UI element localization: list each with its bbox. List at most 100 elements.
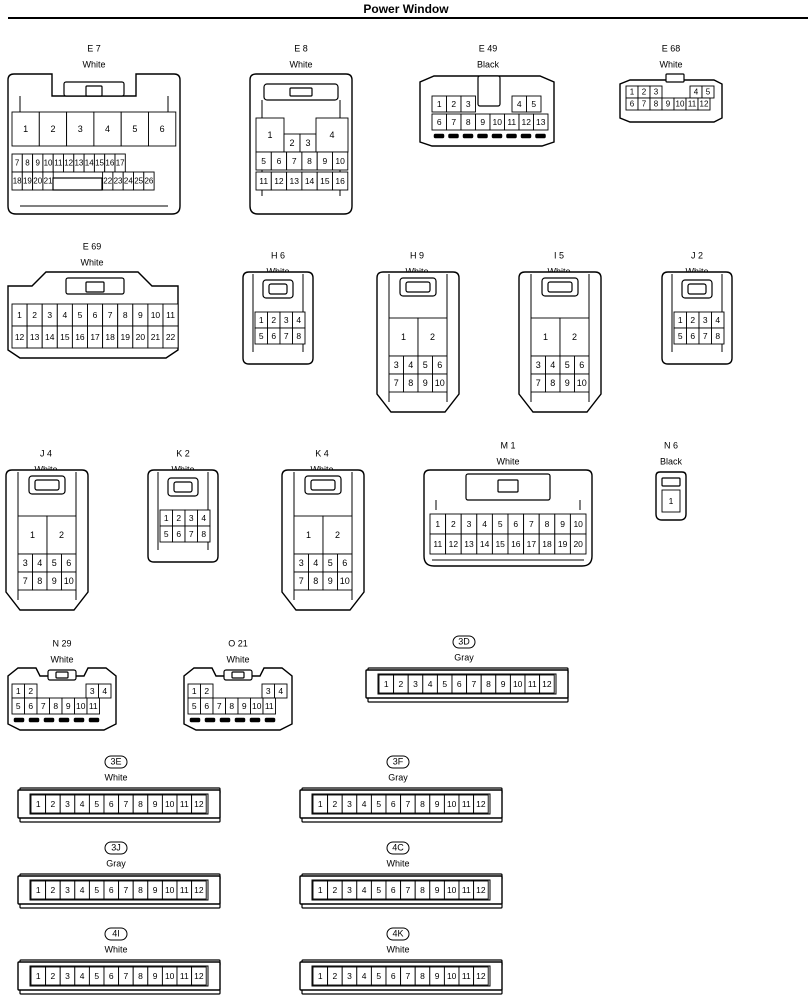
pin-number: 1 [259, 315, 264, 325]
pin-number: 6 [109, 971, 114, 981]
pin-number: 5 [16, 701, 21, 711]
connector-id: O 21 [228, 638, 248, 648]
pin-number: 3 [305, 138, 310, 148]
pin-number: 9 [153, 799, 158, 809]
pin-number: 1 [318, 885, 323, 895]
pin-number: 9 [435, 799, 440, 809]
pin-number: 8 [420, 885, 425, 895]
pin-number: 3 [65, 885, 70, 895]
pin-number: 4 [80, 971, 85, 981]
pin-number: 12 [476, 885, 486, 895]
connector-outline [73, 717, 85, 723]
pin-number: 8 [420, 971, 425, 981]
pin-number: 8 [138, 885, 143, 895]
pin-cell [11, 111, 40, 147]
pin-number: 10 [76, 701, 86, 711]
pin-number: 10 [165, 971, 175, 981]
pin-number: 4 [428, 679, 433, 689]
pin-number: 1 [36, 799, 41, 809]
pin-number: 11 [265, 701, 274, 711]
pin-number: 2 [50, 124, 55, 134]
pin-number: 8 [229, 701, 234, 711]
pin-number: 6 [457, 679, 462, 689]
pin-number: 9 [423, 378, 428, 388]
connector-outline [547, 281, 573, 293]
pin-number: 1 [669, 496, 674, 506]
pin-number: 20 [33, 177, 42, 186]
pin-number: 1 [17, 310, 22, 320]
pin-number: 10 [447, 799, 457, 809]
connector-outline [268, 283, 288, 295]
pin-cell [711, 327, 725, 345]
connector-outline [52, 177, 103, 191]
pin-cell [526, 95, 542, 113]
pin-number: 5 [376, 799, 381, 809]
pin-cell [17, 515, 48, 555]
pin-number: 19 [23, 177, 32, 186]
pin-number: 12 [476, 971, 486, 981]
connector-outline [34, 479, 60, 491]
pin-number: 6 [28, 701, 33, 711]
pin-cell [533, 113, 549, 131]
pin-number: 3 [189, 513, 194, 523]
pin-number: 17 [90, 332, 100, 342]
pin-number: 9 [435, 885, 440, 895]
pin-number: 1 [401, 332, 406, 342]
pin-number: 6 [342, 558, 347, 568]
pin-cell [539, 674, 555, 694]
connector-color: Gray [454, 652, 474, 662]
pin-number: 5 [565, 360, 570, 370]
connector-outline [28, 717, 40, 723]
pin-cell [293, 515, 324, 555]
pin-number: 8 [53, 701, 58, 711]
pin-number: 10 [252, 701, 262, 711]
connector-color: Black [660, 456, 683, 466]
pin-number: 8 [486, 679, 491, 689]
pin-number: 4 [550, 360, 555, 370]
pin-number: 10 [165, 885, 175, 895]
pin-number: 3 [347, 885, 352, 895]
pin-number: 11 [433, 539, 442, 549]
pin-cell [98, 683, 112, 699]
connector-outline [491, 133, 503, 139]
connector-outline [477, 75, 501, 107]
pin-number: 9 [666, 100, 671, 109]
pin-cell [337, 571, 353, 591]
connector-color: Gray [106, 858, 126, 868]
pin-number: 7 [108, 310, 113, 320]
pin-number: 11 [462, 885, 471, 895]
pin-cell [262, 697, 276, 715]
pin-number: 5 [706, 88, 711, 97]
connector-id: J 4 [40, 448, 52, 458]
pin-number: 6 [630, 100, 635, 109]
connector-outline [448, 133, 459, 139]
pin-number: 12 [449, 539, 459, 549]
pin-number: 16 [511, 539, 521, 549]
connector-outline [88, 717, 100, 723]
pin-number: 18 [105, 332, 115, 342]
pin-number: 7 [394, 378, 399, 388]
connector-id: K 4 [315, 448, 329, 458]
pin-number: 3 [65, 971, 70, 981]
pin-number: 2 [289, 138, 294, 148]
pin-number: 11 [688, 100, 697, 109]
pin-number: 2 [451, 99, 456, 109]
connector-badge [104, 927, 128, 941]
pin-number: 4 [105, 124, 110, 134]
pin-number: 4 [362, 971, 367, 981]
pin-number: 11 [180, 971, 189, 981]
connector-badge [386, 927, 410, 941]
pin-number: 2 [430, 332, 435, 342]
pin-number: 12 [274, 176, 284, 186]
pin-number: 9 [328, 576, 333, 586]
pin-number: 10 [44, 159, 53, 168]
pin-number: 1 [384, 679, 389, 689]
connector-i5: I 5White12345678910 [518, 250, 602, 413]
pin-number: 7 [536, 378, 541, 388]
connector-color: White [50, 654, 73, 664]
